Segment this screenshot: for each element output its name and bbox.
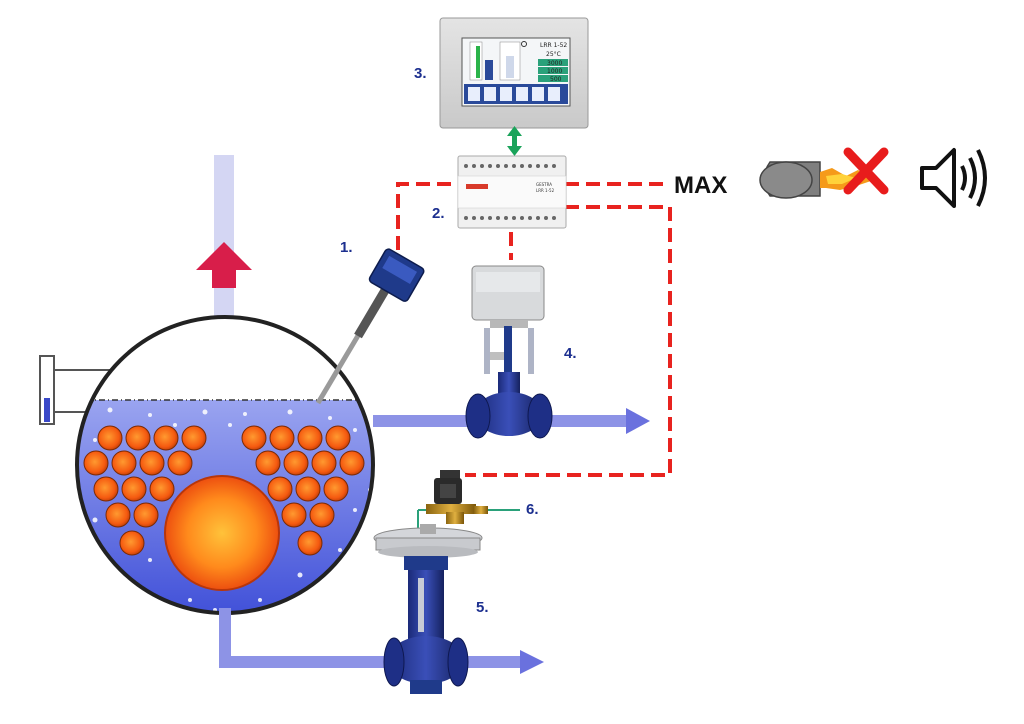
controller-brand-text: GESTRA (536, 182, 552, 187)
label-control-valve: 4. (564, 345, 577, 362)
steam-pipe (214, 155, 234, 325)
max-alarm-label: MAX (674, 172, 727, 199)
label-solenoid-valve: 6. (526, 501, 539, 518)
label-display-unit: 3. (414, 65, 427, 82)
label-blowdown-valve: 5. (476, 599, 489, 616)
flow-arrow-icon (520, 650, 544, 674)
level-probe (315, 248, 425, 405)
boiler-drum (75, 315, 375, 615)
double-arrow-icon (507, 126, 522, 156)
label-controller: 2. (432, 205, 445, 222)
furnace-tube (164, 475, 280, 591)
blowdown-valve (373, 524, 483, 694)
display-reading-2: 1000 (547, 68, 562, 75)
display-model-text: LRR 1-52 (540, 42, 567, 49)
fire-tubes (83, 425, 365, 556)
display-temperature-text: 25°C (546, 51, 561, 58)
display-reading-3: 500 (550, 76, 562, 83)
blowdown-pipe (219, 608, 544, 674)
control-valve (465, 265, 553, 439)
signal-lines (396, 182, 672, 477)
up-arrow-icon (196, 242, 252, 288)
controller-model-text: LRR 1-52 (536, 188, 555, 193)
speaker-icon (920, 148, 987, 208)
display-unit: LRR 1-52 25°C 3000 1000 500 (439, 17, 589, 129)
label-level-probe: 1. (340, 239, 353, 256)
display-reading-1: 3000 (547, 60, 562, 67)
controller-module: GESTRA LRR 1-52 (457, 155, 567, 229)
cross-icon (843, 147, 889, 195)
feedwater-pipe (373, 408, 650, 434)
solenoid-valve (417, 470, 520, 530)
flow-arrow-icon (626, 408, 650, 434)
